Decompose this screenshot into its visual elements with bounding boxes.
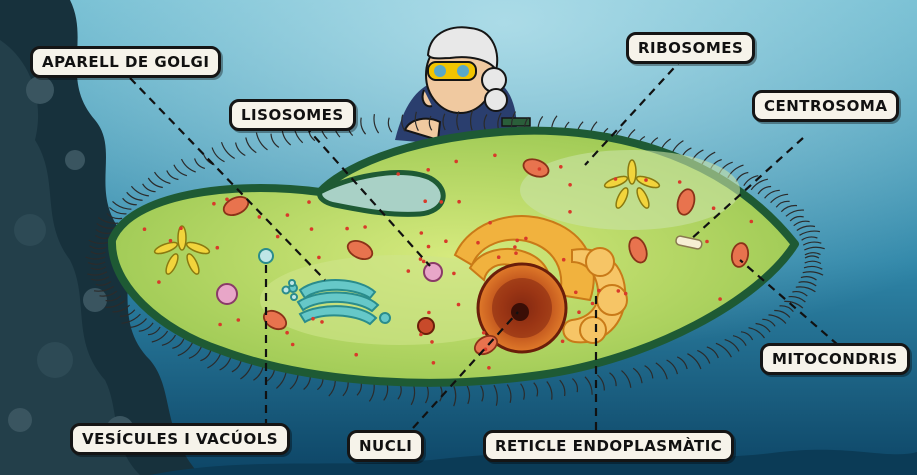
label-mitochondria: MITOCONDRIS xyxy=(760,343,910,375)
label-ribosomes: RIBOSOMES xyxy=(626,32,755,64)
label-lysosomes: LISOSOMES xyxy=(229,99,356,131)
label-centrosome: CENTROSOMA xyxy=(752,90,899,122)
label-golgi-apparatus: APARELL DE GOLGI xyxy=(30,46,221,78)
label-endoplasmic-reticulum: RETICLE ENDOPLASMÀTIC xyxy=(483,430,734,462)
label-vesicles-vacuoles: VESÍCULES I VACÚOLS xyxy=(70,423,290,455)
label-nucleus: NUCLI xyxy=(347,430,424,462)
